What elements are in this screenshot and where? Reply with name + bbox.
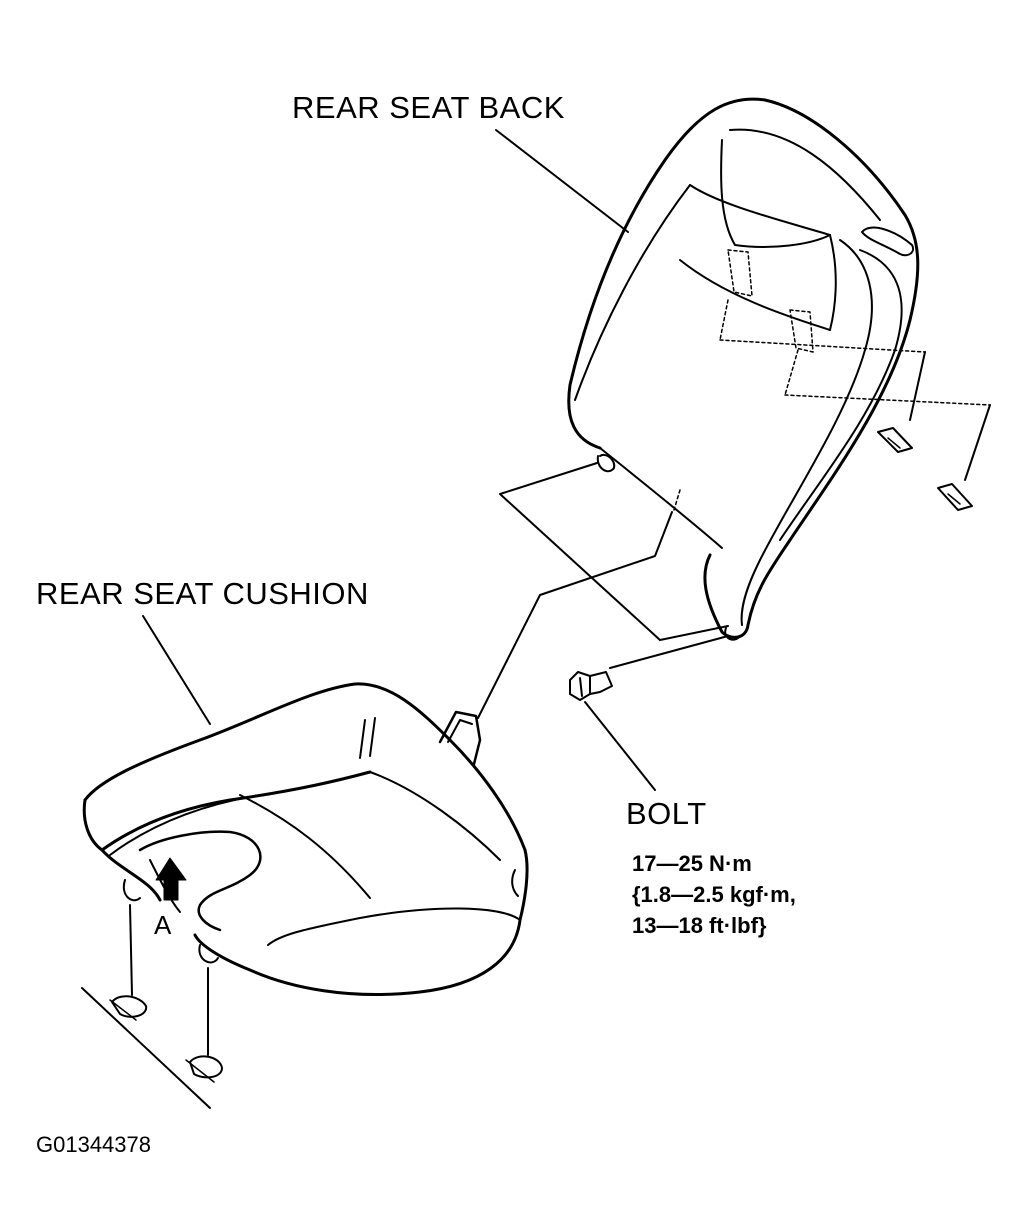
assembly-guide-lines <box>477 462 729 719</box>
rear-seat-cushion-illustration <box>81 682 529 1109</box>
torque-spec-line3: 13—18 ft·lbf} <box>632 913 767 938</box>
rear-seat-back-illustration <box>567 97 991 641</box>
label-leader-lines <box>142 129 629 725</box>
view-marker-label: A <box>154 910 172 940</box>
rear-seat-back-label: REAR SEAT BACK <box>292 90 565 125</box>
figure-code: G01344378 <box>36 1132 151 1157</box>
up-arrow-icon <box>155 857 187 901</box>
bolt-label: BOLT <box>626 796 707 831</box>
torque-spec-line1: 17—25 N·m <box>632 851 752 876</box>
bolt-illustration <box>569 671 656 791</box>
torque-spec-line2: {1.8—2.5 kgf·m, <box>632 882 796 907</box>
rear-seat-cushion-label: REAR SEAT CUSHION <box>36 576 369 611</box>
